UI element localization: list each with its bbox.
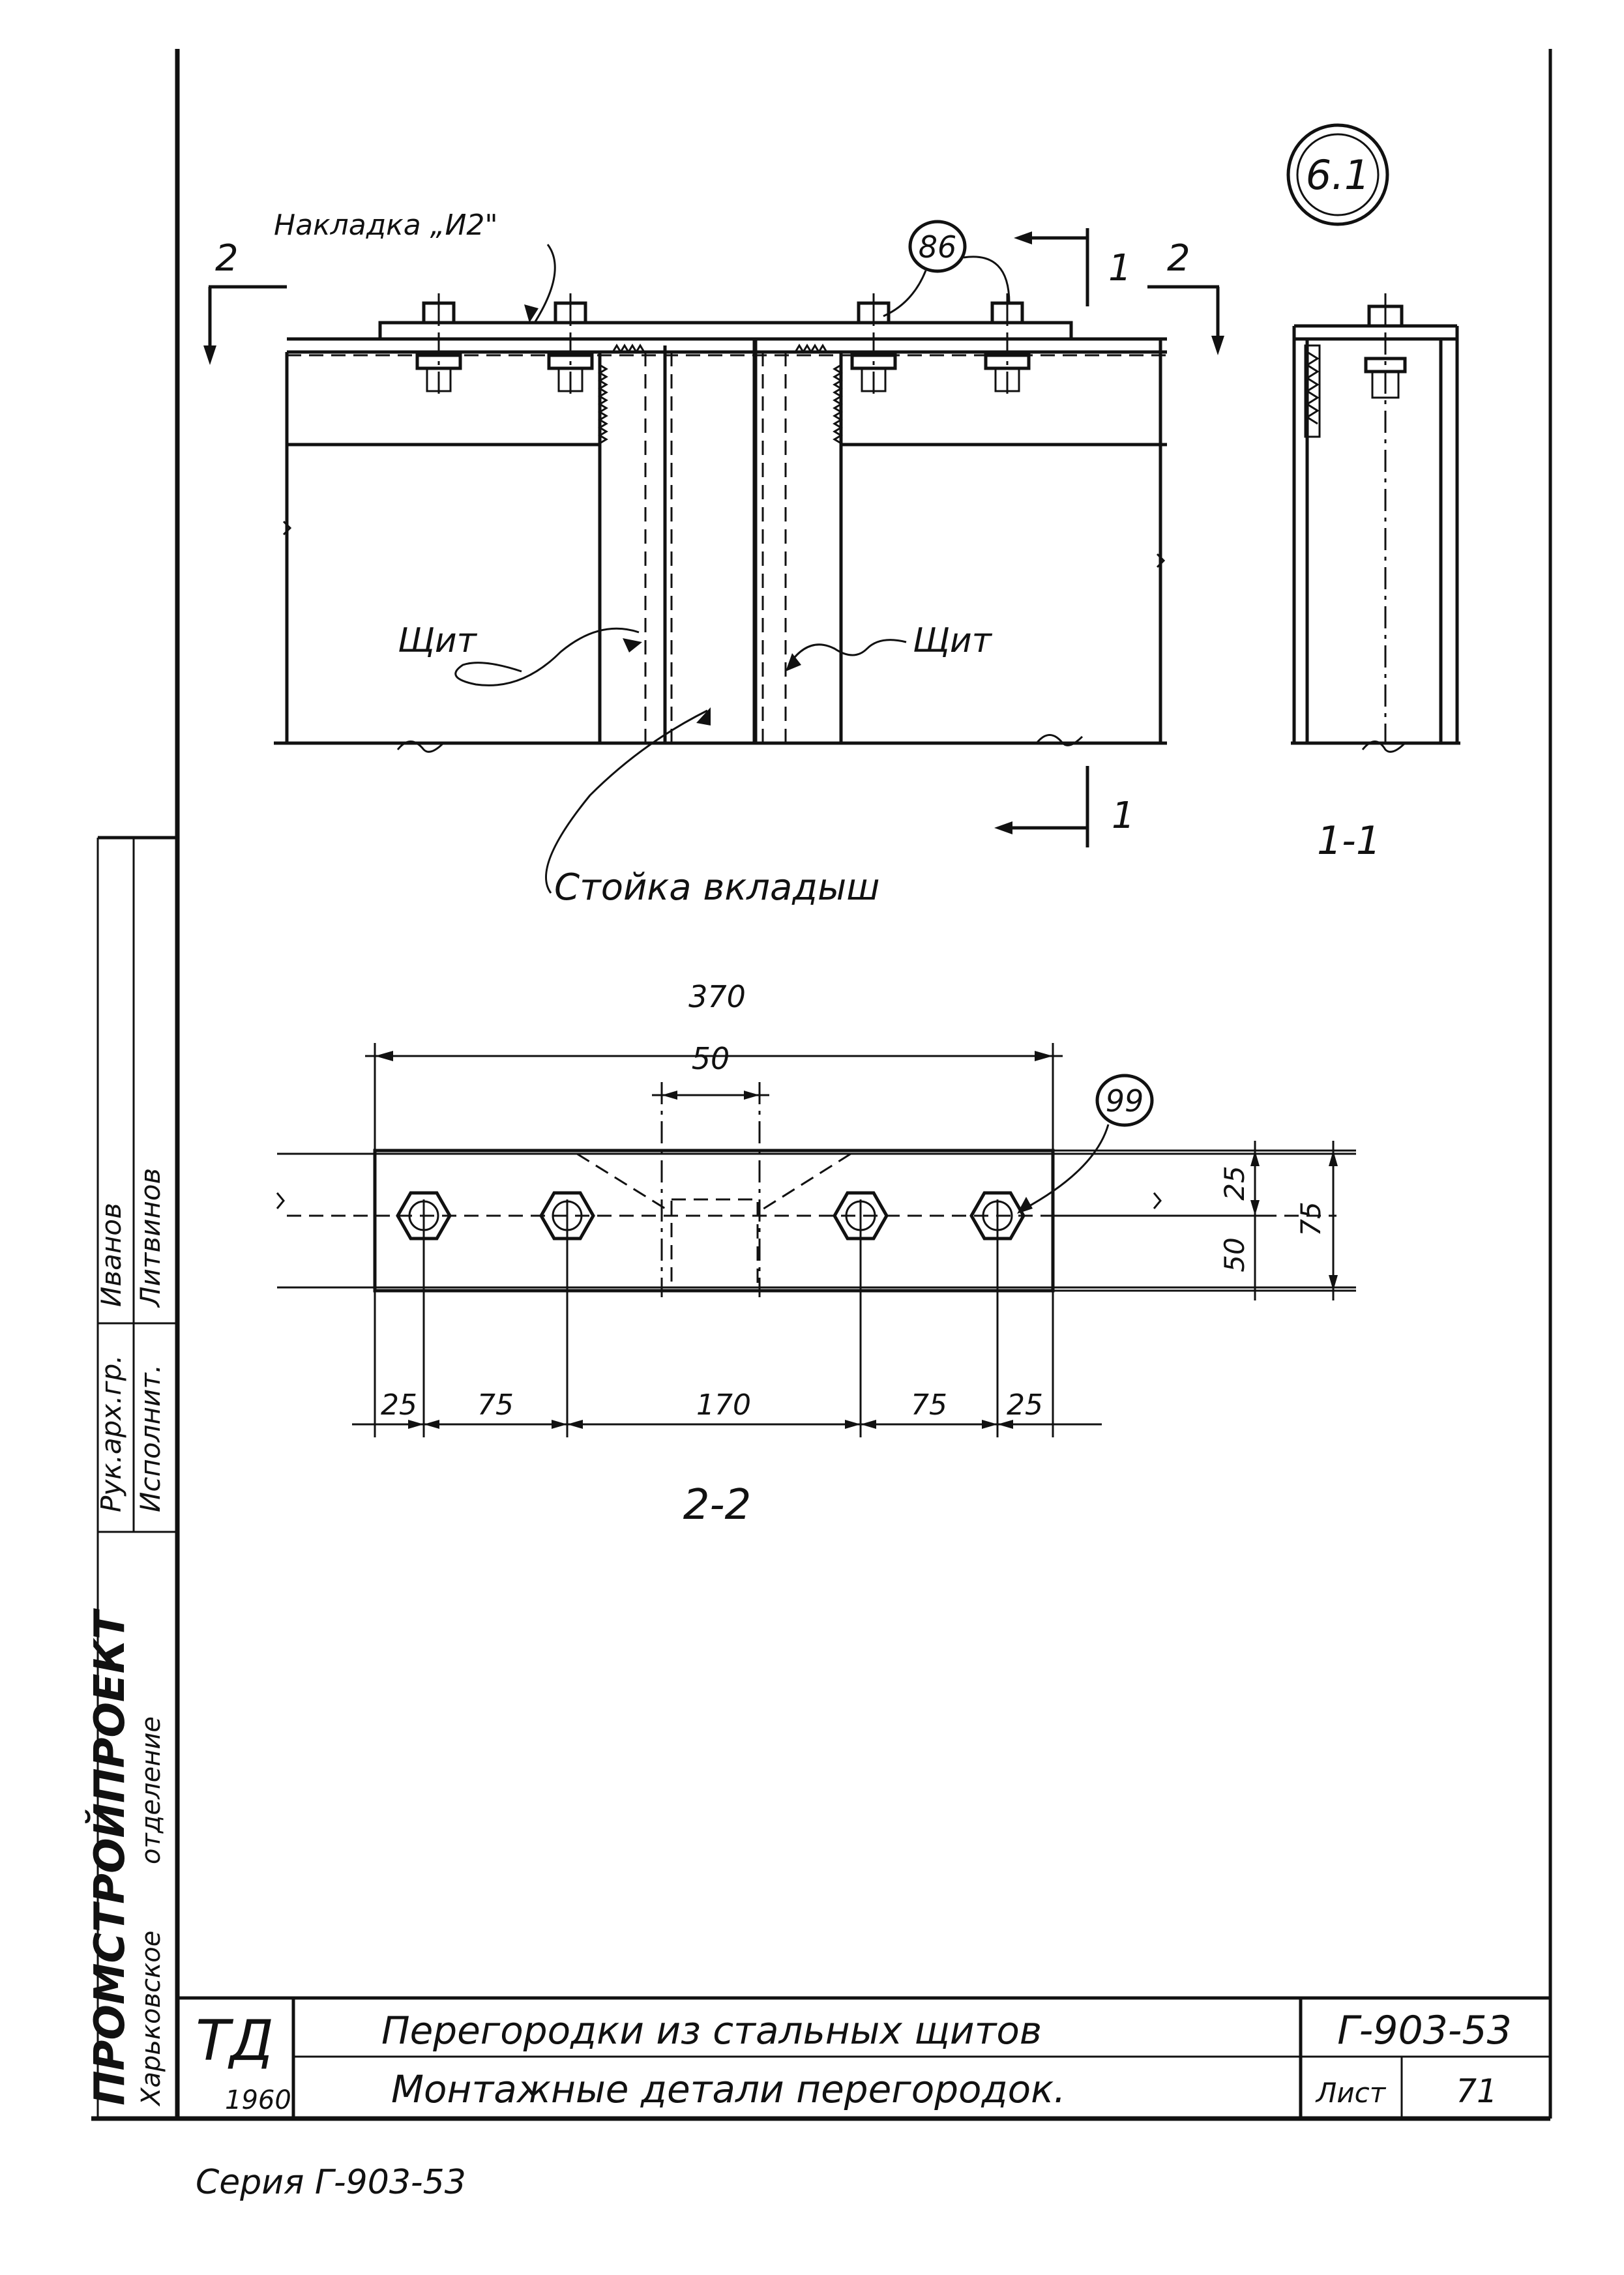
title-block: ТД 1960 Перегородки из стальных щитов Мо…: [177, 1996, 1550, 2119]
cut-2-left: 2: [203, 237, 287, 365]
sheet-frame: [91, 49, 1552, 2121]
title-line2: Монтажные детали перегородок.: [391, 2067, 1066, 2111]
elevation-view: [274, 321, 1167, 753]
side-org-city: Харьковское: [136, 1931, 166, 2107]
title-year: 1960: [225, 2085, 291, 2115]
side-block: ПРОМСТРОЙПРОЕКТ Харьковское отделение Ру…: [85, 1168, 177, 2107]
dim-25-right-label: 25: [1218, 1166, 1250, 1200]
marker-99: 99: [1017, 1074, 1154, 1214]
cut-2-right: 2: [1147, 237, 1224, 355]
title-series-code: Г-903-53: [1337, 2008, 1512, 2053]
overlay-label-group: Накладка „И2": [274, 209, 556, 323]
panel-left-label: Щит: [398, 621, 478, 660]
bolt-4: [984, 293, 1031, 398]
section-2-2: 99 370 50: [276, 979, 1356, 1529]
panel-left-label-group: Щит: [398, 621, 642, 686]
overlay-label: Накладка „И2": [274, 209, 498, 242]
dim-bottom-chain: 25 75 170 75 25: [352, 1291, 1102, 1437]
panel-right-label-group: Щит: [786, 621, 993, 671]
dim-75-right-label: 75: [1295, 1201, 1327, 1236]
cut-2-left-label: 2: [215, 237, 239, 280]
marker-99-label: 99: [1106, 1083, 1144, 1119]
dim-bottom-75-left-label: 75: [477, 1388, 514, 1422]
cut-1-bottom: 1: [994, 766, 1135, 847]
side-role2: Исполнит.: [134, 1364, 166, 1512]
dim-370: 370: [365, 979, 1063, 1151]
dim-bottom-75-right-label: 75: [911, 1388, 947, 1422]
stamp-circle: 6.1: [1286, 123, 1389, 226]
side-name1: Иванов: [95, 1203, 127, 1307]
dim-50-center: 50: [652, 1041, 769, 1100]
bolt-3: [850, 293, 897, 398]
panel-right-label: Щит: [913, 621, 993, 660]
side-name2: Литвинов: [134, 1168, 166, 1308]
section-1-1-title: 1-1: [1317, 818, 1381, 864]
cut-1-top: 1: [1014, 228, 1132, 306]
dim-50-right-label: 50: [1218, 1237, 1250, 1272]
plan-bolt-2: [539, 1191, 595, 1240]
title-sheet-number: 71: [1456, 2072, 1498, 2110]
stud-label-group: Стойка вкладыш: [545, 707, 879, 909]
cut-1-top-label: 1: [1108, 247, 1132, 289]
dim-bottom-25-left-label: 25: [381, 1388, 417, 1422]
plan-bolt-3: [833, 1191, 889, 1240]
title-sheet-label: Лист: [1315, 2077, 1387, 2109]
bolt-1: [415, 293, 462, 398]
side-org-dept: отделение: [136, 1716, 166, 1864]
section-2-2-title: 2-2: [683, 1481, 752, 1529]
marker-86-label: 86: [919, 229, 957, 265]
dim-50-center-label: 50: [692, 1041, 730, 1076]
marker-86: 86: [883, 220, 1011, 317]
stud-label: Стойка вкладыш: [554, 866, 879, 909]
footer-series: Серия Г-903-53: [196, 2163, 466, 2202]
title-line1: Перегородки из стальных щитов: [381, 2008, 1042, 2053]
plan-bolt-4: [969, 1191, 1026, 1240]
side-org-large: ПРОМСТРОЙПРОЕКТ: [85, 1608, 134, 2106]
dim-bottom-25-right-label: 25: [1007, 1388, 1043, 1422]
title-logo: ТД: [196, 2008, 274, 2074]
bolt-2: [547, 293, 594, 398]
stamp-label: 6.1: [1306, 151, 1370, 199]
cut-2-right-label: 2: [1167, 237, 1190, 280]
section-1-1: 1-1: [1291, 293, 1460, 864]
side-role1: Рук.арх.гр.: [95, 1355, 127, 1512]
dim-370-label: 370: [688, 979, 746, 1014]
dim-right: 25 50 75: [1053, 1141, 1356, 1300]
cut-1-bottom-label: 1: [1112, 795, 1135, 837]
dim-bottom-170-label: 170: [696, 1388, 751, 1422]
plan-bolt-1: [396, 1191, 452, 1240]
